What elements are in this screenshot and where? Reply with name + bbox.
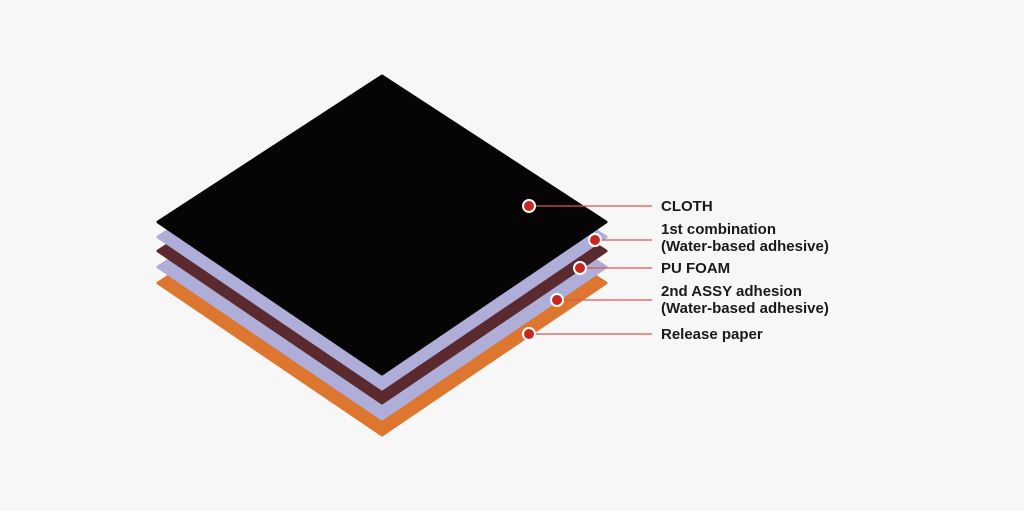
first-combination-label: 1st combination (Water-based adhesive) bbox=[661, 221, 829, 255]
pu-foam-marker bbox=[573, 261, 587, 275]
second-assy-label-line-2: (Water-based adhesive) bbox=[661, 300, 829, 317]
first-combination-marker bbox=[588, 233, 602, 247]
first-combination-label-line-2: (Water-based adhesive) bbox=[661, 238, 829, 255]
cloth-label: CLOTH bbox=[661, 198, 713, 215]
second-assy-marker bbox=[550, 293, 564, 307]
release-paper-label-line: Release paper bbox=[661, 326, 763, 343]
second-assy-label-line-1: 2nd ASSY adhesion bbox=[661, 283, 802, 300]
pu-foam-label-line: PU FOAM bbox=[661, 260, 731, 277]
cloth-marker bbox=[522, 199, 536, 213]
release-paper-marker bbox=[522, 327, 536, 341]
cloth-label-line: CLOTH bbox=[661, 198, 713, 215]
pu-foam-label: PU FOAM bbox=[661, 260, 730, 277]
cloth-sheet bbox=[156, 74, 608, 376]
second-assy-label: 2nd ASSY adhesion (Water-based adhesive) bbox=[661, 283, 829, 317]
first-combination-label-line-1: 1st combination bbox=[661, 221, 777, 238]
release-paper-label: Release paper bbox=[661, 326, 763, 343]
